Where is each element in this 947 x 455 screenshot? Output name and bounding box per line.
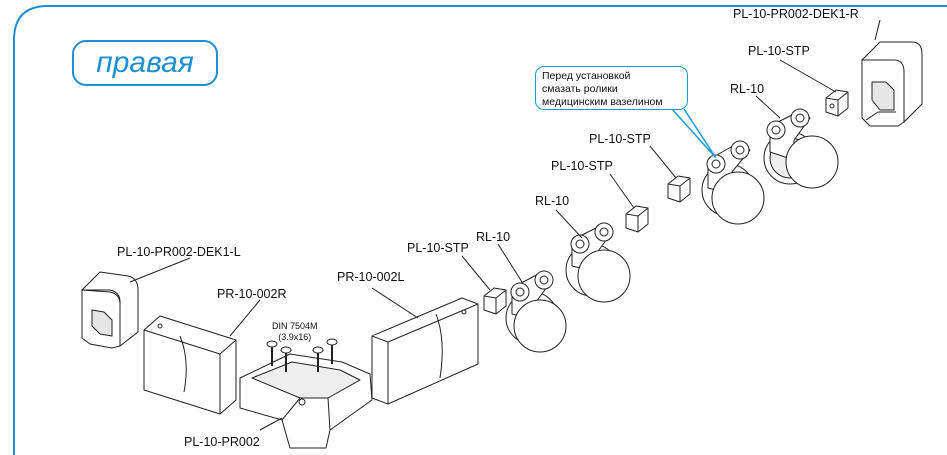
label-rl-3: RL-10 — [476, 230, 511, 244]
label-profile-right: PR-10-002R — [217, 287, 287, 301]
roller-right-drawing — [763, 108, 839, 189]
label-corner: PL-10-PR002 — [184, 435, 260, 449]
profile-left-drawing — [371, 297, 479, 405]
corner-drawing — [239, 353, 373, 449]
label-stp-2: PL-10-STP — [589, 132, 651, 146]
label-rl-1: RL-10 — [730, 82, 765, 96]
label-stp-4: PL-10-STP — [407, 241, 469, 255]
label-end-cap-left: PL-10-PR002-DEK1-L — [117, 245, 241, 259]
note-line-3: медицинским вазелином — [542, 95, 663, 108]
end-cap-left-drawing — [81, 271, 139, 349]
label-stp-1: PL-10-STP — [748, 44, 810, 58]
note-line-1: Перед установкой — [542, 70, 631, 82]
stp-mid2-drawing — [625, 205, 649, 233]
end-cap-right-drawing — [861, 41, 923, 127]
label-profile-left: PR-10-002L — [337, 270, 405, 284]
profile-right-drawing — [143, 315, 237, 415]
label-end-cap-right: PL-10-PR002-DEK1-R — [733, 7, 859, 21]
screws-drawing — [266, 338, 338, 372]
roller-mid-drawing — [565, 222, 631, 303]
note-line-2: смазать ролики — [542, 82, 618, 95]
callout-pointer — [671, 108, 717, 159]
label-rl-2: RL-10 — [535, 194, 570, 208]
title-badge: правая — [72, 40, 218, 86]
label-stp-3: PL-10-STP — [551, 159, 613, 173]
stp-left-drawing — [483, 287, 507, 315]
roller-note-drawing — [701, 140, 765, 225]
label-screw: DIN 7504M (3.9x16) — [272, 321, 318, 343]
page-title: правая — [96, 46, 194, 79]
stp-mid-drawing — [667, 175, 691, 203]
stp-right-drawing — [825, 89, 849, 117]
roller-left-drawing — [505, 270, 567, 353]
lubrication-note: Перед установкой смазать ролики медицинс… — [535, 66, 688, 110]
frame-border — [13, 5, 947, 455]
